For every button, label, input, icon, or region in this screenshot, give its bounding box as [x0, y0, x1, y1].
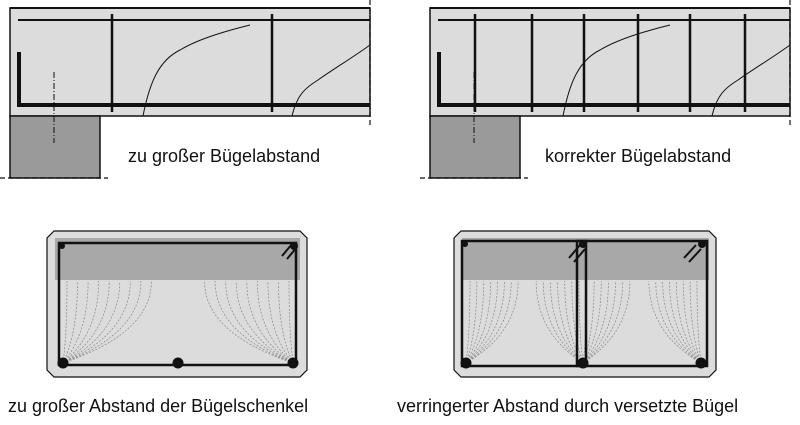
compression-strut-line — [648, 280, 702, 364]
compression-strut-line — [465, 280, 471, 364]
compression-strut-line — [465, 280, 491, 364]
compression-strut-line — [465, 280, 498, 364]
compression-strut-line — [278, 280, 294, 364]
compression-strut-line — [669, 280, 702, 364]
compression-strut-line — [465, 280, 519, 364]
compression-strut-line — [535, 280, 584, 364]
compression-strut-line — [214, 280, 294, 364]
compression-strut-line — [62, 280, 78, 364]
shear-crack — [711, 44, 791, 117]
compression-strut-line — [235, 280, 294, 364]
compression-strut-line — [204, 280, 294, 364]
compression-strut-line — [246, 280, 294, 364]
compression-strut-line — [682, 280, 702, 364]
compression-strut-line — [676, 280, 702, 364]
compression-strut-line — [542, 280, 584, 364]
compression-strut-line — [62, 280, 121, 364]
compression-strut-line — [267, 280, 294, 364]
compression-strut-line — [582, 280, 595, 364]
compression-strut-line — [62, 280, 131, 364]
beam-correct-spacing — [418, 0, 792, 180]
compression-strut-line — [465, 280, 478, 364]
compression-strut-line — [582, 280, 624, 364]
compression-strut-line — [662, 280, 702, 364]
label-wide-leg-spacing: zu großer Abstand der Bügelschenkel — [8, 396, 309, 416]
compression-strut-line — [578, 280, 584, 364]
label-correct-stirrup-spacing: korrekter Bügelabstand — [545, 146, 732, 166]
compression-strut-line — [696, 280, 702, 364]
shear-crack — [562, 24, 671, 117]
compression-strut-line — [564, 280, 584, 364]
shear-crack — [291, 44, 371, 117]
compression-strut-line — [62, 280, 100, 364]
compression-strut-line — [62, 280, 68, 364]
shear-crack — [142, 24, 251, 117]
compression-strut-line — [465, 280, 512, 364]
compression-strut-line — [465, 280, 505, 364]
label-staggered-stirrups: verringerter Abstand durch versetzte Büg… — [397, 396, 739, 416]
beam-wide-spacing — [0, 0, 372, 180]
compression-strut-line — [62, 280, 110, 364]
compression-strut-line — [582, 280, 609, 364]
compression-strut-line — [256, 280, 294, 364]
section-staggered-stirrups — [453, 230, 717, 378]
compression-strut-line — [62, 280, 142, 364]
compression-strut-line — [62, 280, 152, 364]
compression-strut-line — [225, 280, 294, 364]
section-wide-legs — [46, 230, 308, 378]
label-wide-stirrup-spacing: zu großer Bügelabstand — [128, 146, 321, 166]
compression-strut-line — [582, 280, 616, 364]
compression-strut-line — [288, 280, 294, 364]
compression-strut-line — [655, 280, 702, 364]
compression-strut-line — [571, 280, 584, 364]
compression-strut-line — [582, 280, 631, 364]
compression-strut-line — [465, 280, 485, 364]
compression-strut-line — [62, 280, 89, 364]
compression-strut-line — [689, 280, 702, 364]
